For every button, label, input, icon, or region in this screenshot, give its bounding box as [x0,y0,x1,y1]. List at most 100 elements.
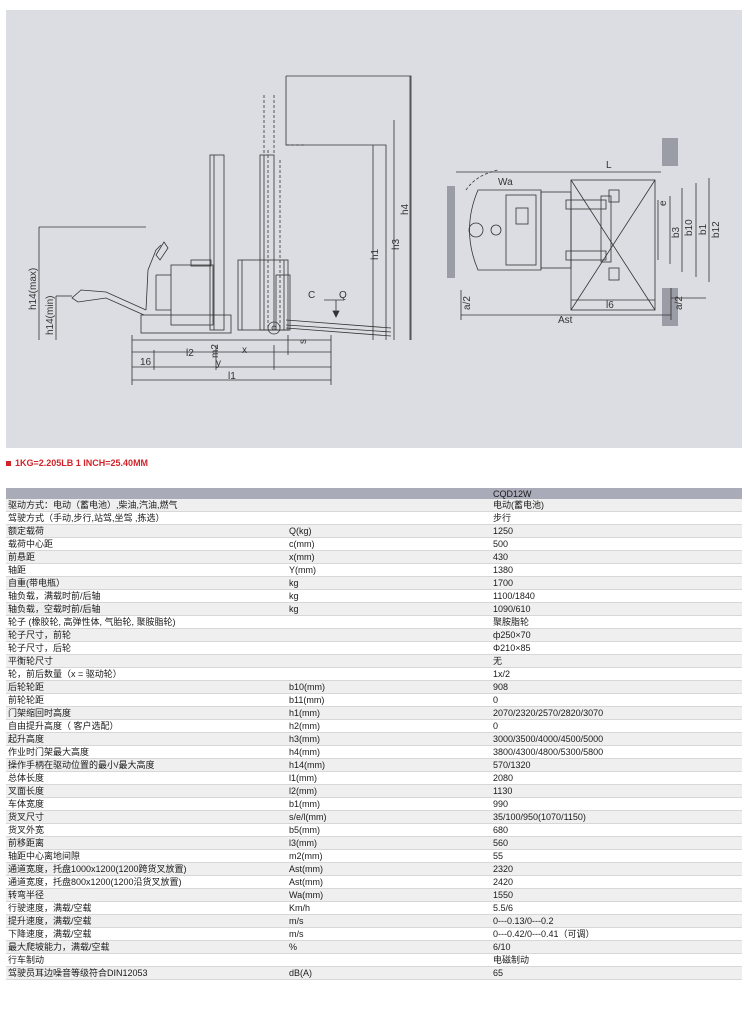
spec-value-cell: 0 [491,693,742,707]
spec-unit-cell [287,654,491,668]
spec-item-cell: 轴负载，空载时前/后轴 [6,602,287,616]
spec-unit-cell: Y(mm) [287,563,491,577]
spec-unit-cell [287,953,491,967]
label-x: x [242,345,247,356]
spec-value-cell: 无 [491,654,742,668]
spec-unit-cell: h4(mm) [287,745,491,759]
spec-unit-cell: h14(mm) [287,758,491,772]
spec-value-cell: 1700 [491,576,742,590]
table-row: 轮，前后数量（x = 驱动轮）1x/2 [6,667,742,681]
spec-value-cell: 2320 [491,862,742,876]
spec-value-cell: 2420 [491,875,742,889]
header-cell-unit [287,488,491,499]
spec-value-cell: 2080 [491,771,742,785]
label-b1: b1 [698,223,709,235]
spec-item-cell: 行车制动 [6,953,287,967]
spec-item-cell: 自由提升高度（ 客户选配） [6,719,287,733]
label-l1: l1 [228,371,236,382]
spec-value-cell: 1100/1840 [491,589,742,603]
spec-item-cell: 驾驶方式（手动,步行,站驾,坐驾 ,拣选） [6,511,287,525]
spec-unit-cell: h2(mm) [287,719,491,733]
spec-item-cell: 前轮轮距 [6,693,287,707]
spec-unit-cell [287,499,491,512]
spec-value-cell: 1090/610 [491,602,742,616]
spec-unit-cell: c(mm) [287,537,491,551]
spec-value-cell: 560 [491,836,742,850]
table-row: 通道宽度，托盘800x1200(1200沿货叉放置)Ast(mm)2420 [6,875,742,889]
spec-item-cell: 操作手柄在驱动位置的最小/最大高度 [6,758,287,772]
label-b12: b12 [711,221,722,238]
table-row: 平衡轮尺寸无 [6,654,742,668]
spec-item-cell: 起升高度 [6,732,287,746]
spec-unit-cell: l3(mm) [287,836,491,850]
label-b3: b3 [671,226,682,238]
spec-item-cell: 轴负载，满载时前/后轴 [6,589,287,603]
spec-value-cell: 1550 [491,888,742,902]
spec-unit-cell: b11(mm) [287,693,491,707]
label-wa: Wa [498,177,513,188]
label-h14min: h14(min) [45,296,56,335]
label-b10: b10 [684,219,695,236]
unit-conversion-text: 1KG=2.205LB 1 INCH=25.40MM [15,458,149,468]
spec-item-cell: 货叉外宽 [6,823,287,837]
spec-item-cell: 轴距 [6,563,287,577]
spec-value-cell: 570/1320 [491,758,742,772]
spec-value-cell: 500 [491,537,742,551]
spec-item-cell: 门架缩回时高度 [6,706,287,720]
spec-value-cell: 3800/4300/4800/5300/5800 [491,745,742,759]
label-a2-right: a/2 [674,296,685,310]
top-view-stacker [447,138,710,326]
label-e: e [658,200,669,206]
spec-value-cell: 1130 [491,784,742,798]
spec-unit-cell: s/e/l(mm) [287,810,491,824]
spec-value-cell: 35/100/950(1070/1150) [491,810,742,824]
label-c: C [308,290,315,301]
spec-value-cell: 908 [491,680,742,694]
table-row: 通道宽度，托盘1000x1200(1200跨货叉放置)Ast(mm)2320 [6,862,742,876]
technical-drawing-panel: h14(max) h14(min) l2 m2 x y l1 s C Q h1 … [6,10,742,448]
table-row: 最大爬坡能力，满载/空载%6/10 [6,940,742,954]
label-ast: Ast [558,315,573,326]
label-l2: l2 [186,348,194,359]
spec-item-cell: 前移距离 [6,836,287,850]
spec-value-cell: 5.5/6 [491,901,742,915]
spec-unit-cell [287,641,491,655]
spec-table-header: CQD12W [6,488,742,499]
spec-item-cell: 转弯半径 [6,888,287,902]
spec-item-cell: 驾驶员耳边噪音等级符合DIN12053 [6,966,287,980]
spec-item-cell: 通道宽度，托盘1000x1200(1200跨货叉放置) [6,862,287,876]
spec-item-cell: 轮子 (橡胶轮, 高弹性体, 气胎轮, 聚胺脂轮) [6,615,287,629]
spec-value-cell: 电动(蓄电池) [491,499,742,512]
spec-unit-cell: Wa(mm) [287,888,491,902]
label-y: y [216,358,221,369]
spec-value-cell: 6/10 [491,940,742,954]
unit-conversion-note: 1KG=2.205LB 1 INCH=25.40MM [6,458,148,468]
table-row: 行车制动电磁制动 [6,953,742,967]
spec-unit-cell: m/s [287,927,491,941]
label-h4: h4 [400,203,411,215]
spec-item-cell: 额定载荷 [6,524,287,538]
spec-unit-cell: h3(mm) [287,732,491,746]
spec-item-cell: 后轮轮距 [6,680,287,694]
spec-unit-cell: Ast(mm) [287,862,491,876]
spec-value-cell: 0---0.13/0---0.2 [491,914,742,928]
spec-unit-cell [287,615,491,629]
spec-unit-cell: kg [287,589,491,603]
spec-unit-cell: kg [287,576,491,590]
spec-item-cell: 提升速度，满载/空载 [6,914,287,928]
label-h1: h1 [370,248,381,260]
table-row: 驾驶方式（手动,步行,站驾,坐驾 ,拣选）步行 [6,511,742,525]
spec-unit-cell: l1(mm) [287,771,491,785]
